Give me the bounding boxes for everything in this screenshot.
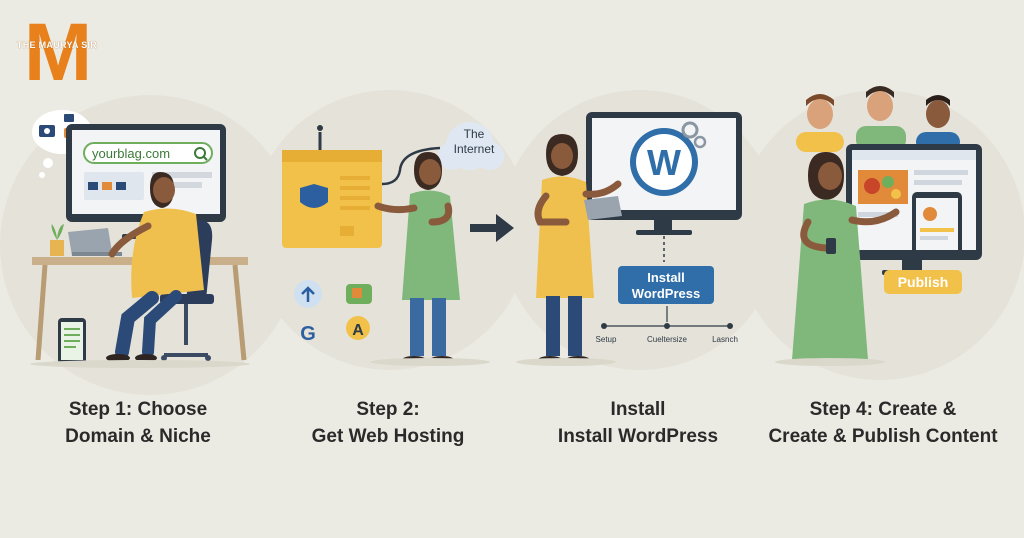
step4-caption-line2: Create & Publish Content	[768, 426, 998, 447]
publish-button[interactable]	[884, 270, 962, 294]
step4-caption: Step 4: Create & Create & Publish Conten…	[763, 396, 1003, 450]
logo-caption: THE MAURYA SIR	[16, 40, 98, 50]
step2-caption: Step 2: Get Web Hosting	[268, 396, 508, 450]
flow-step-customize: Cueltersize	[647, 335, 688, 344]
g-icon: G	[300, 323, 316, 345]
logo: M	[24, 7, 92, 98]
woman-seated	[106, 172, 204, 362]
step4-illustration: Publish	[775, 86, 982, 366]
laptop	[68, 228, 112, 256]
arrow-icon	[470, 214, 514, 242]
shield-icon	[300, 184, 328, 208]
a-icon	[346, 316, 370, 340]
step3-illustration: W Install WordPress Setup Cueltersize La…	[516, 112, 742, 366]
publish-button-label: Publish	[898, 274, 949, 290]
woman-presenting	[792, 152, 900, 360]
step1-illustration: yourblag.com	[30, 110, 250, 368]
step1-caption-line2: Domain & Niche	[65, 426, 211, 447]
install-wordpress-button[interactable]	[618, 266, 714, 304]
plant-pot	[50, 240, 64, 256]
audience	[796, 86, 960, 152]
gear-icon	[681, 121, 699, 139]
woman-with-laptop	[534, 134, 622, 364]
laptop-held	[584, 196, 622, 220]
step2-caption-line1: Step 2:	[356, 399, 420, 420]
woman-standing-step2	[374, 152, 460, 364]
step2-illustration: The Internet G A	[282, 122, 514, 366]
step1-caption-line1: Step 1: Choose	[68, 399, 208, 420]
step1-caption: Step 1: Choose Domain & Niche	[18, 396, 258, 450]
cloud-text-line1: The	[464, 127, 485, 141]
install-button-line1: Install	[647, 270, 685, 285]
step3-caption-line1: Install	[610, 399, 666, 420]
step3-caption-line2: Install WordPress	[557, 426, 719, 447]
search-icon	[194, 147, 206, 159]
svg-text:A: A	[352, 322, 364, 339]
phone-held	[826, 238, 836, 254]
server-box	[282, 150, 382, 248]
install-button-line2: WordPress	[632, 286, 700, 301]
step3-caption: Install Install WordPress	[518, 396, 758, 450]
logo-letter: M	[24, 7, 92, 98]
step2-caption-line2: Get Web Hosting	[311, 426, 465, 447]
url-text: yourblag.com	[92, 146, 170, 161]
cloud-text-line2: Internet	[454, 142, 495, 156]
flow-step-launch: Lasnch	[712, 335, 738, 344]
flow-step-setup: Setup	[596, 335, 617, 344]
step4-caption-line1: Step 4: Create &	[809, 399, 957, 420]
url-bar	[83, 142, 213, 164]
svg-text:W: W	[647, 142, 681, 183]
